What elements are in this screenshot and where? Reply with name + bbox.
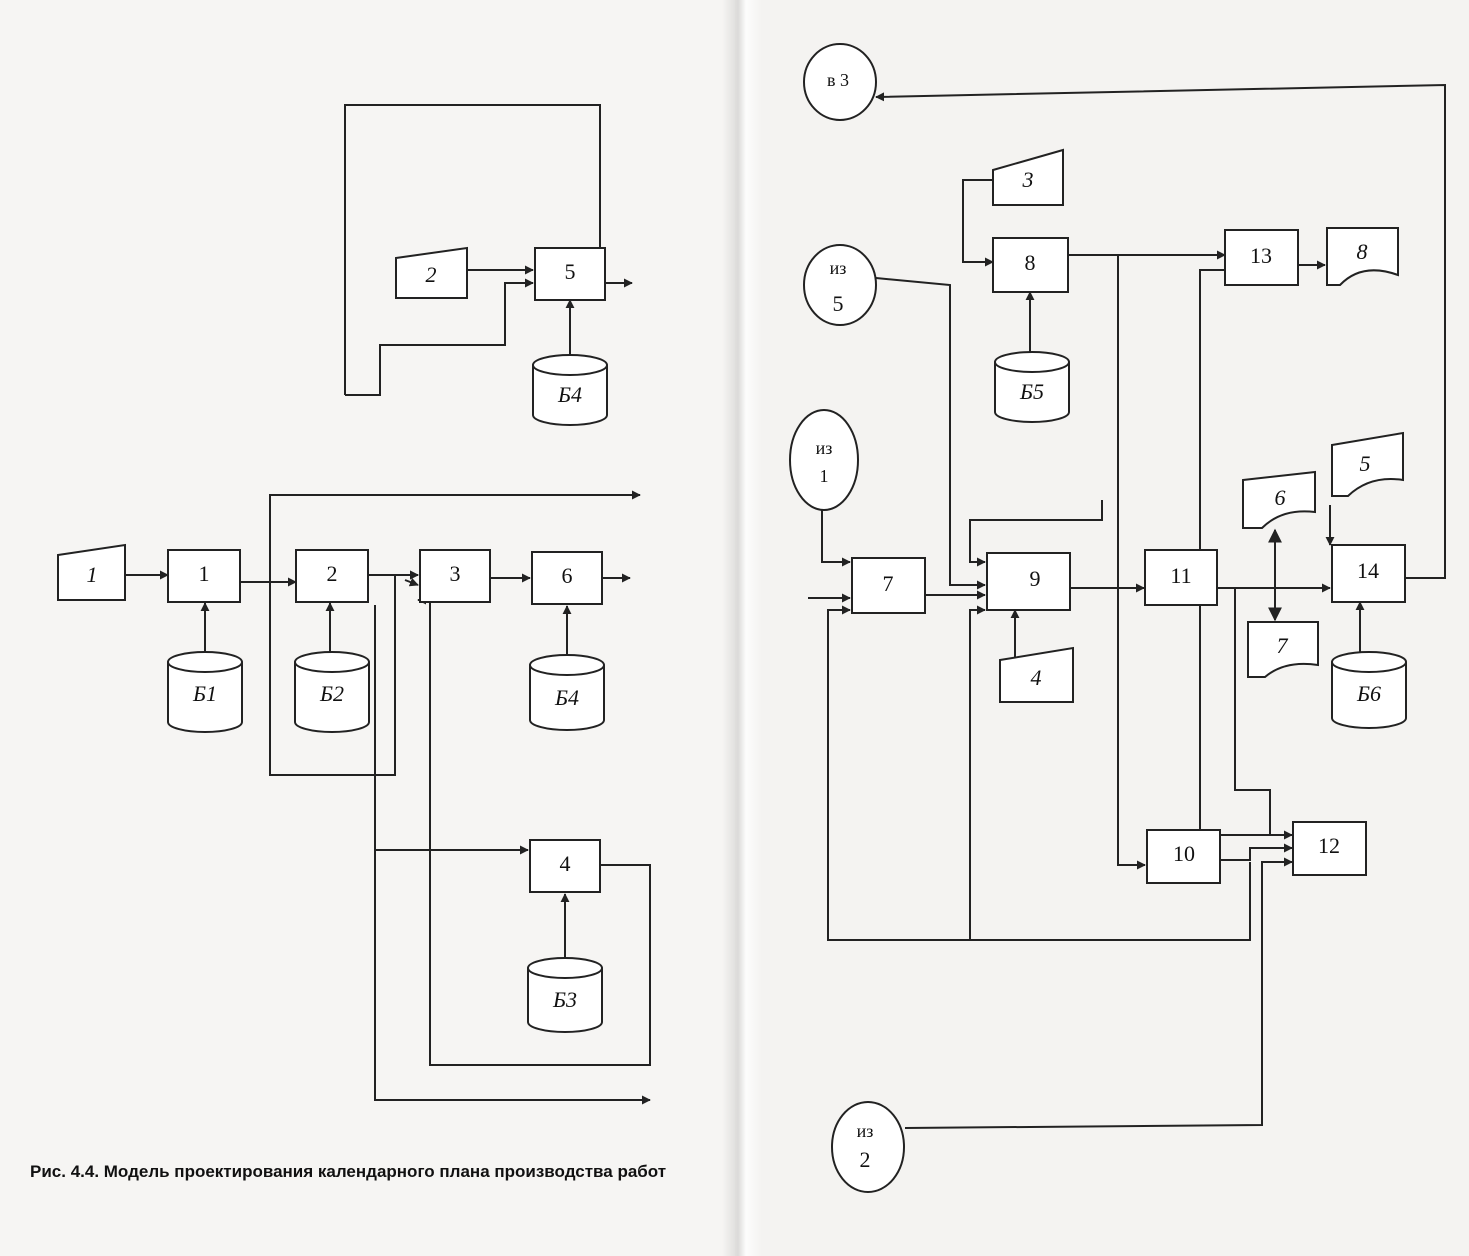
right-block-9 [986, 552, 1071, 611]
wire-b11-b12 [1234, 588, 1271, 835]
right-doc-6-label: 6 [1275, 485, 1286, 510]
connector-from-2-label-a: из [857, 1121, 874, 1141]
book-gutter [722, 0, 762, 1256]
wire-top-bus [269, 490, 641, 582]
left-block-4 [529, 839, 601, 893]
left-db-b4-top-label: Б4 [557, 382, 582, 407]
wire-bottom-loop [827, 605, 1251, 941]
left-block-6-label: 6 [562, 563, 573, 588]
left-db-b3-label: Б3 [552, 987, 577, 1012]
left-db-b3: Б3 [527, 957, 603, 1033]
connector-from-2 [831, 1101, 905, 1193]
right-doc-7-label: 7 [1277, 633, 1289, 658]
left-block-6 [531, 551, 603, 605]
left-db-b2-label: Б2 [319, 681, 344, 706]
wire-b8-b10 [1068, 254, 1146, 870]
wire-loop-b5 [345, 278, 534, 396]
left-block-5-label: 5 [565, 259, 576, 284]
wire-b3-in2 [404, 577, 419, 587]
left-db-b1: Б1 [167, 651, 243, 733]
left-input-doc-1 [57, 543, 126, 601]
connector-from-1-label-a: из [816, 438, 833, 458]
wire-bottom-out [374, 850, 651, 1105]
connector-from-2-label-b: 2 [860, 1147, 871, 1172]
right-block-8-label: 8 [1025, 250, 1036, 275]
right-db-b6: Б6 [1331, 651, 1407, 729]
wire-b3-from-b2-feedback [269, 570, 419, 776]
connector-from-5 [803, 244, 877, 326]
right-block-11 [1144, 549, 1218, 606]
left-block-3 [419, 549, 491, 603]
right-block-13-label: 13 [1250, 243, 1272, 268]
right-block-8 [992, 237, 1069, 293]
right-block-10-label: 10 [1173, 841, 1195, 866]
right-doc-6 [1242, 470, 1316, 529]
left-block-4-label: 4 [560, 851, 571, 876]
right-input-3-label: 3 [1022, 167, 1034, 192]
left-page [0, 0, 735, 1256]
right-block-10 [1146, 829, 1221, 884]
wire-from2-b12 [904, 857, 1293, 1129]
right-db-b5-label: Б5 [1019, 379, 1044, 404]
right-block-14 [1331, 544, 1406, 603]
wire-b10-b12 [1220, 843, 1293, 861]
connector-from-5-label-b: 5 [833, 291, 844, 316]
connector-from-1 [789, 409, 859, 511]
right-doc-7 [1247, 621, 1319, 678]
left-input-doc-1-label: 1 [87, 562, 98, 587]
wire-bottom-loop-b9 [969, 605, 986, 940]
right-doc-8 [1326, 227, 1399, 286]
right-db-b6-label: Б6 [1356, 681, 1381, 706]
right-input-3 [992, 148, 1064, 206]
right-block-9-label: 9 [1030, 566, 1041, 591]
left-input-doc-2-label: 2 [426, 262, 437, 287]
left-input-doc-2 [395, 246, 468, 299]
right-diagram: в 3 из 5 из 1 из 2 3 4 8 13 7 9 11 14 10… [789, 43, 1446, 1193]
left-db-b4-bottom: Б4 [529, 654, 605, 731]
left-db-b2: Б2 [294, 651, 370, 733]
left-db-b1-label: Б1 [192, 681, 217, 706]
connector-from-5-label-a: из [830, 258, 847, 278]
left-db-b4-bottom-label: Б4 [554, 685, 579, 710]
left-block-1-label: 1 [199, 561, 210, 586]
left-block-1 [167, 549, 241, 603]
right-block-14-label: 14 [1357, 558, 1379, 583]
right-doc-8-label: 8 [1357, 239, 1368, 264]
right-block-7 [851, 557, 926, 614]
right-block-11-label: 11 [1170, 563, 1191, 588]
right-doc-5 [1331, 431, 1404, 497]
wire-b4-in [374, 605, 529, 855]
left-diagram: 1 2 1 2 3 4 5 6 Б1 Б2 Б4 [57, 104, 651, 1105]
right-block-12 [1292, 821, 1367, 876]
left-block-5 [534, 247, 606, 301]
left-block-2-label: 2 [327, 561, 338, 586]
right-doc-5-label: 5 [1360, 451, 1371, 476]
figure-caption: Рис. 4.4. Модель проектирования календар… [30, 1162, 667, 1181]
connector-to-3 [803, 43, 877, 121]
wire-from5-b9 [875, 277, 986, 590]
right-input-4 [999, 646, 1074, 703]
wire-loop-b9-top [969, 500, 1103, 567]
connector-to-3-label: в 3 [827, 70, 849, 90]
right-block-12-label: 12 [1318, 833, 1340, 858]
right-input-4-label: 4 [1031, 665, 1042, 690]
right-block-7-label: 7 [883, 571, 894, 596]
wire-in3-b8 [962, 179, 994, 267]
left-block-2 [295, 549, 369, 603]
left-db-b4-top: Б4 [532, 354, 608, 426]
left-block-3-label: 3 [450, 561, 461, 586]
wire-b14-to3 [875, 83, 1446, 579]
right-page [735, 0, 1469, 1256]
right-db-b5: Б5 [994, 351, 1070, 423]
connector-from-1-label-b: 1 [820, 466, 829, 486]
right-block-13 [1224, 229, 1299, 286]
